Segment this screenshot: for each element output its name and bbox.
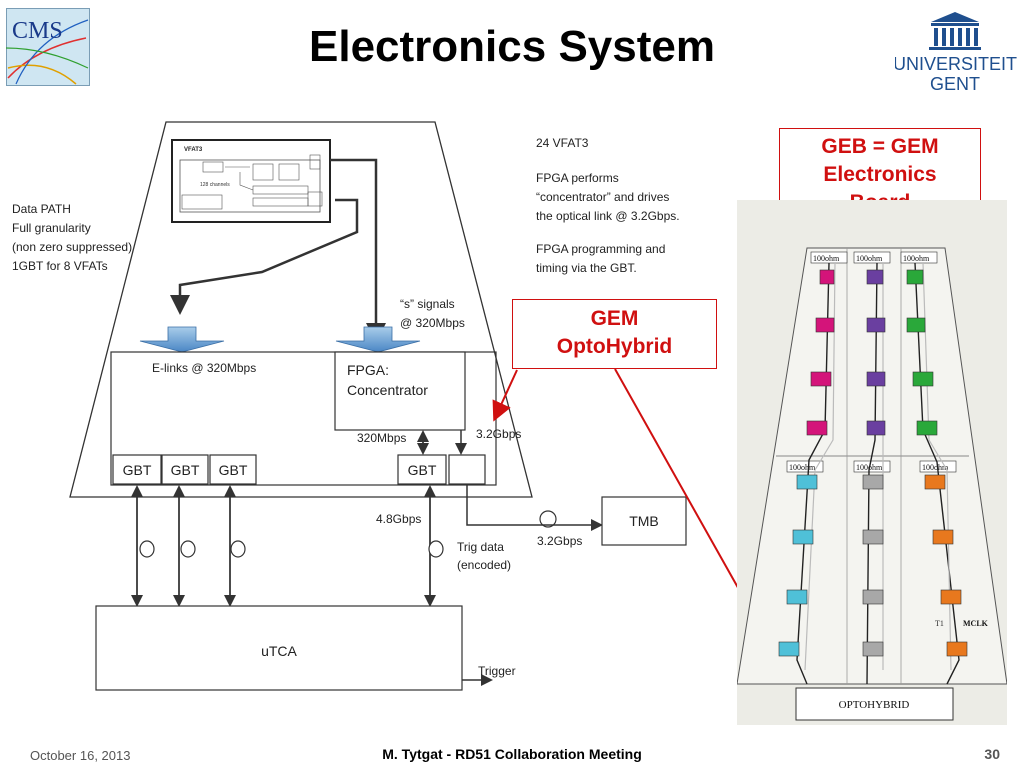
vfat-chip-schematic: VFAT3 128 channels bbox=[171, 139, 331, 223]
resistor-label-2: 100ohm bbox=[856, 254, 883, 263]
fpga-desc-note: FPGA performs “concentrator” and drives … bbox=[536, 171, 680, 223]
page-number: 30 bbox=[984, 746, 1000, 762]
slide-title: Electronics System bbox=[309, 22, 715, 71]
t1-label: T1 bbox=[935, 619, 944, 628]
resistor-label-4: 100ohm bbox=[789, 463, 816, 472]
ugent-line2: GENT bbox=[930, 74, 980, 94]
vfat-count-note: 24 VFAT3 bbox=[536, 136, 589, 150]
utca-label: uTCA bbox=[261, 643, 297, 659]
gbt-label-right: GBT bbox=[407, 462, 437, 478]
ugent-logo: UNIVERSITEIT GENT bbox=[893, 4, 1021, 96]
data-path-note: Data PATH Full granularity (non zero sup… bbox=[12, 202, 133, 273]
ugent-line1: UNIVERSITEIT bbox=[895, 54, 1017, 74]
link-4-8gbps: 4.8Gbps bbox=[376, 512, 422, 526]
vfat-chip-title: VFAT3 bbox=[184, 147, 203, 153]
elinks-label: E-links @ 320Mbps bbox=[152, 361, 257, 375]
trigger-label: Trigger bbox=[478, 664, 516, 678]
fpga-label: FPGA: Concentrator bbox=[347, 362, 428, 398]
utca-box bbox=[95, 605, 463, 691]
resistor-label-6: 100ohm bbox=[922, 463, 949, 472]
link-320mbps: 320Mbps bbox=[357, 431, 407, 445]
gbt-label-2: GBT bbox=[170, 462, 200, 478]
geb-board-image: 100ohm 100ohm 100ohm 100ohm 100ohm 100oh… bbox=[736, 200, 1008, 725]
tmb-box bbox=[601, 496, 687, 546]
link-3-2gbps-upper: 3.2Gbps bbox=[476, 427, 522, 441]
fpga-box bbox=[334, 351, 466, 431]
gbt-label-1: GBT bbox=[122, 462, 152, 478]
link-3-2gbps-lower: 3.2Gbps bbox=[537, 534, 583, 548]
ugent-building-icon bbox=[929, 12, 981, 50]
vfat-channels: 128 channels bbox=[200, 182, 230, 188]
optohybrid-callout: GEM OptoHybrid bbox=[512, 299, 717, 369]
blue-arrow-left bbox=[139, 326, 225, 353]
s-signals-note: “s” signals @ 320Mbps bbox=[400, 297, 465, 330]
fpga-prog-note: FPGA programming and timing via the GBT. bbox=[536, 242, 666, 275]
resistor-label-1: 100ohm bbox=[813, 254, 840, 263]
tmb-label: TMB bbox=[629, 513, 659, 529]
trig-data-label: Trig data (encoded) bbox=[457, 540, 512, 572]
detector-trapezoid bbox=[69, 121, 533, 498]
gbt-label-3: GBT bbox=[218, 462, 248, 478]
cms-logo: CMS bbox=[5, 8, 90, 86]
footer-title: M. Tytgat - RD51 Collaboration Meeting bbox=[382, 746, 642, 762]
mclk-label: MCLK bbox=[963, 619, 989, 628]
resistor-label-3: 100ohm bbox=[903, 254, 930, 263]
footer-date: October 16, 2013 bbox=[30, 748, 131, 763]
optohybrid-board-label: OPTOHYBRID bbox=[839, 699, 910, 711]
cms-logo-text: CMS bbox=[12, 18, 63, 44]
blue-arrow-right bbox=[335, 326, 421, 353]
